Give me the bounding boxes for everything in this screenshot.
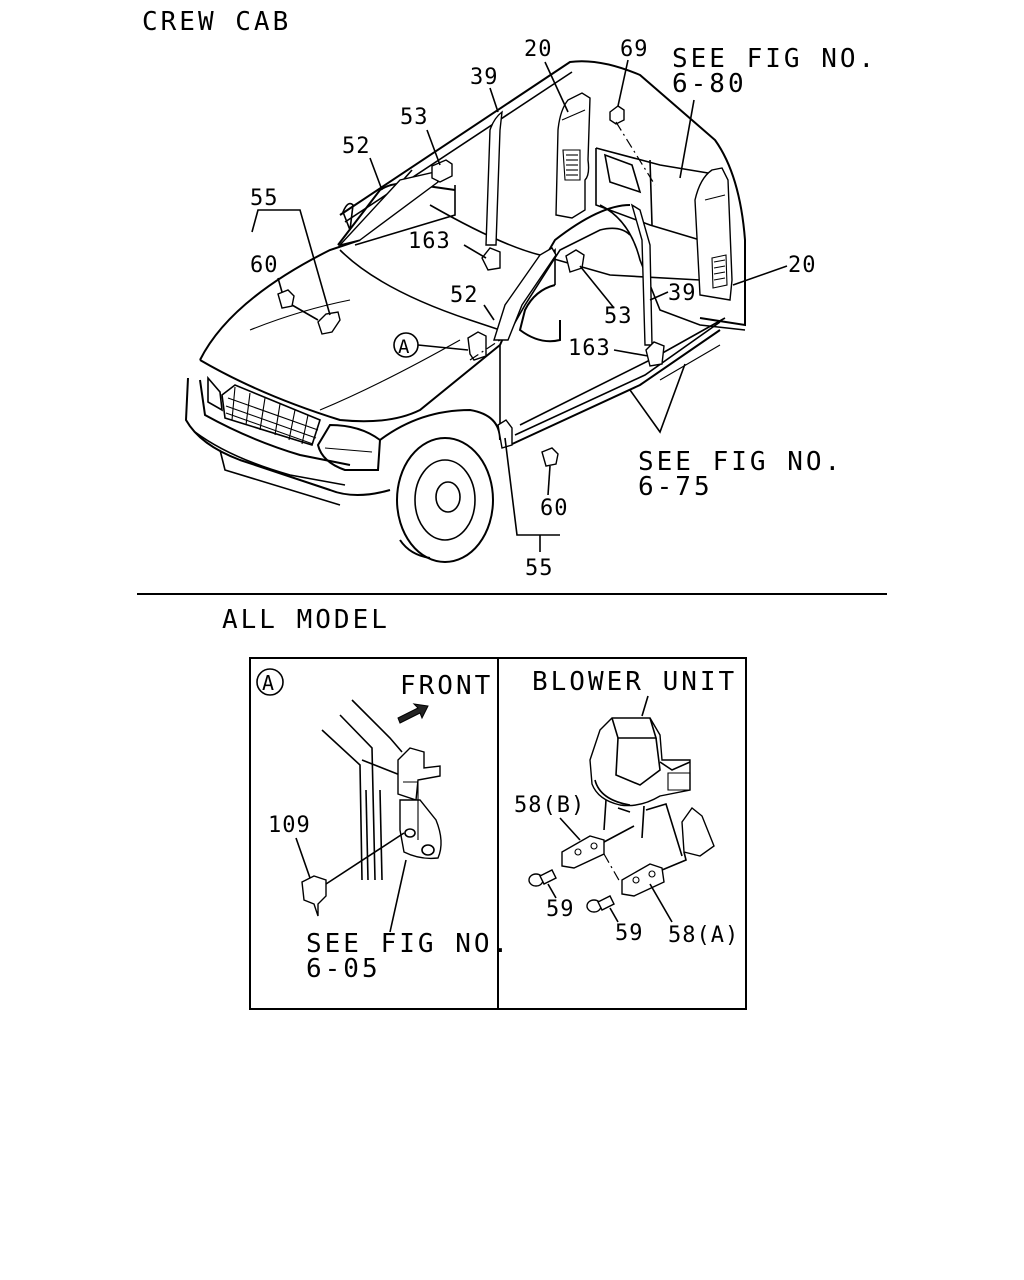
callout-59-right: 59 [615,921,644,946]
marker-a-label: A [398,336,410,358]
see-fig-6-80-line2: 6-80 [672,69,747,99]
see-fig-6-75-line2: 6-75 [638,472,713,502]
clip-60-bottom [541,447,559,467]
callout-60-left: 60 [250,253,279,278]
all-model-title: ALL MODEL [222,605,390,635]
callout-53-top: 53 [400,105,429,130]
detail-a-bracket [397,747,441,801]
bracket-58a [621,863,665,897]
callout-53-mid: 53 [604,304,633,329]
callout-20-right: 20 [788,253,817,278]
callout-55-bottom: 55 [525,556,554,581]
pillar-strip-39-top [485,110,503,246]
front-label: FRONT [400,671,493,701]
blower-unit-body [589,717,691,807]
detail-a-marker-circle [256,668,284,696]
seal-55-left [317,311,341,335]
clip-69 [609,105,625,125]
see-fig-6-80-line1: SEE FIG NO. [672,44,877,74]
callout-69: 69 [620,37,649,62]
bracket-a-location [467,331,487,361]
marker-a-circle [393,332,419,358]
see-fig-6-75-line1: SEE FIG NO. [638,447,843,477]
clip-109 [301,875,327,917]
a-pillar-trim-52-mid [493,247,557,341]
callout-52-top: 52 [342,134,371,159]
clip-53-top [431,159,453,183]
crew-cab-title: CREW CAB [142,7,291,37]
truck-illustration [184,60,746,563]
callout-163-right: 163 [568,336,611,361]
detail-panels [249,657,747,1010]
pillar-strip-39-right [630,203,653,346]
callout-109: 109 [268,813,311,838]
callout-52-mid: 52 [450,283,479,308]
bolt-59-right [586,895,615,913]
callout-58b: 58(B) [514,793,585,818]
bracket-58b [561,835,605,869]
clip-60-left [277,289,295,309]
blower-side-bracket [681,806,715,857]
clip-163-top [481,247,501,271]
detail-a-mount [399,799,442,860]
blower-unit-panel: BLOWER UNIT 58(B) 58(A) 59 [514,667,739,948]
blower-unit-title: BLOWER UNIT [532,667,737,697]
door-trim-lower [497,419,513,449]
callout-60-bottom: 60 [540,496,569,521]
callout-39-right: 39 [668,281,697,306]
callout-55-left: 55 [250,186,279,211]
detail-a-panel: A FRONT 109 SEE FIG NO. 6-05 [256,668,511,984]
clip-163-right [645,341,665,367]
rear-pillar-trim-right [694,167,733,301]
callout-163-top: 163 [408,229,451,254]
callouts-top: 20 39 53 52 55 60 69 163 52 53 39 20 163… [250,37,817,581]
callout-39-top: 39 [470,65,499,90]
bolt-59-left [528,869,557,887]
see-fig-6-05-line2: 6-05 [306,954,381,984]
see-fig-6-05-line1: SEE FIG NO. [306,929,511,959]
detail-a-marker: A [262,671,275,695]
callout-20-left: 20 [524,37,553,62]
callout-58a: 58(A) [668,923,739,948]
callout-59-left: 59 [546,897,575,922]
front-arrow-icon [397,703,429,724]
leader-lines-top [251,59,788,552]
references-top: SEE FIG NO. 6-80 SEE FIG NO. 6-75 [638,44,877,502]
